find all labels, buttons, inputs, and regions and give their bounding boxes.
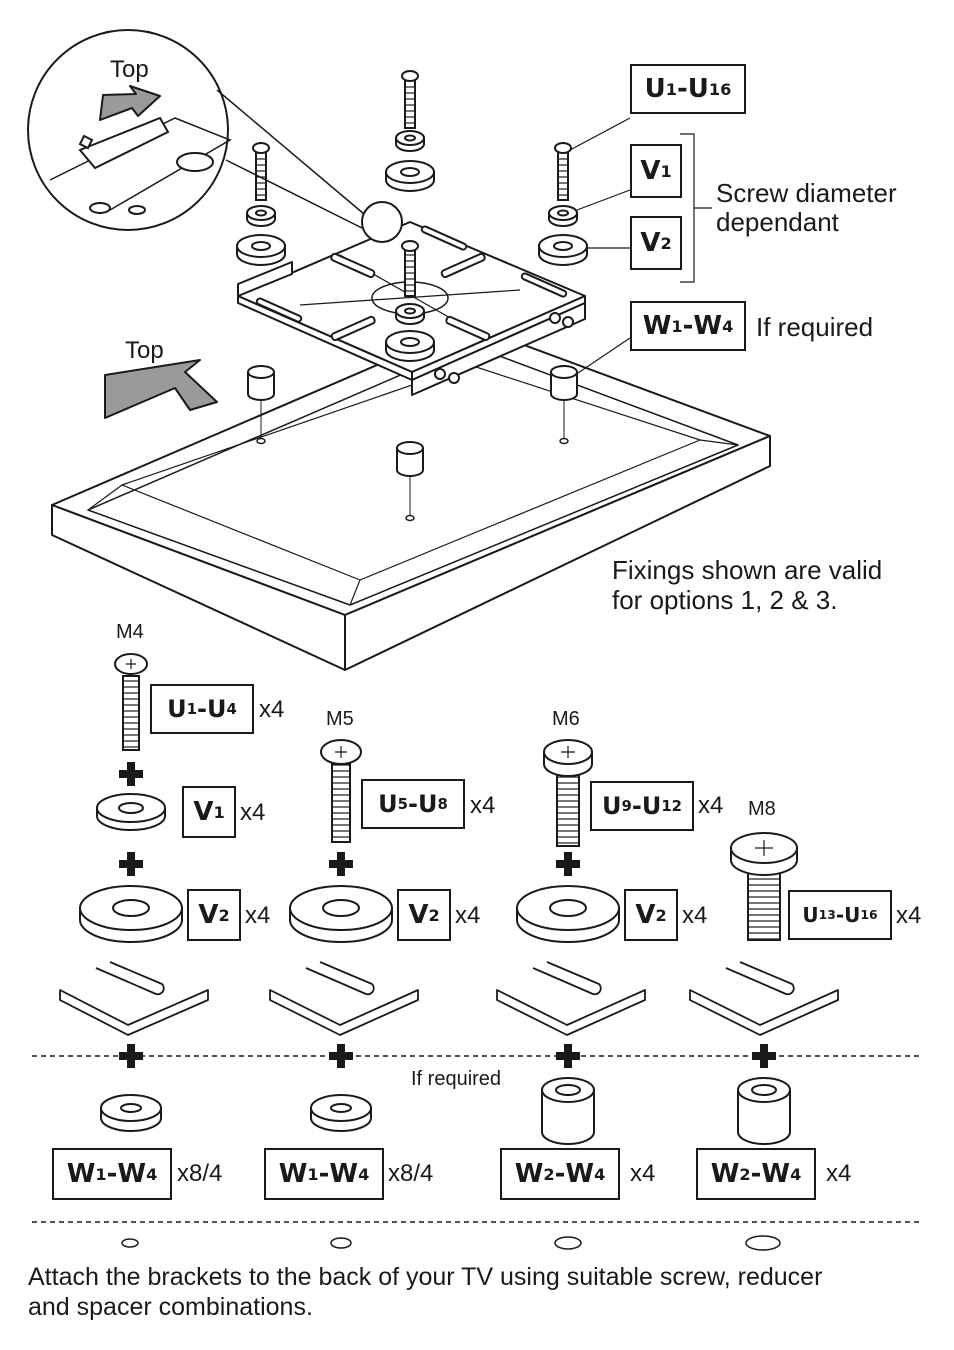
qty-u1-u4: x4 [259,696,285,723]
main-top-label: Top [125,337,164,364]
qty-w1-w4-col1: x8/4 [177,1160,223,1187]
leader-lines [569,117,712,376]
column-m4-parts [79,653,183,1132]
qty-v1-col1: x4 [240,799,266,826]
footer-line1: Attach the brackets to the back of your … [28,1263,823,1291]
screw-diameter-line2: dependant [716,207,839,237]
qty-u9-u12: x4 [698,792,724,819]
if-required-row-label: If required [411,1068,502,1090]
qty-w1-w4-col2: x8/4 [388,1160,434,1187]
size-label-m4: M4 [116,621,144,643]
screw-icon [252,70,572,297]
fixings-line1: Fixings shown are valid [612,555,883,585]
tv-mount-holes [256,400,569,522]
column-m6-parts [516,739,620,1145]
if-required-label: If required [756,312,874,342]
screw-diameter-line1: Screw diameter [716,178,897,208]
column-m8-parts [730,832,798,1145]
inset-top-label: Top [110,56,149,83]
fixings-line2: for options 1, 2 & 3. [612,585,838,615]
qty-u5-u8: x4 [470,792,496,819]
size-label-m8: M8 [748,798,776,820]
qty-u13-u16: x4 [896,902,922,929]
qty-v2-col3: x4 [682,902,708,929]
qty-v2-col2: x4 [455,902,481,929]
footer-instructions: Attach the brackets to the back of your … [28,1262,928,1322]
dashed-separator [32,1055,922,1223]
qty-v2-col1: x4 [245,902,271,929]
footer-line2: and spacer combinations. [28,1293,313,1321]
size-label-m5: M5 [326,708,354,730]
column-m5-parts [289,739,393,1132]
size-label-m6: M6 [552,708,580,730]
washer-icon [236,130,588,362]
direction-arrow-icon [99,85,218,419]
qty-w2-w4-col4: x4 [826,1160,852,1187]
magnifier-callout [27,29,403,243]
tv-hole-icon [121,1235,781,1251]
bracket-slot-icon [59,961,839,1036]
spacer-icon [247,365,578,477]
qty-w2-w4-col3: x4 [630,1160,656,1187]
